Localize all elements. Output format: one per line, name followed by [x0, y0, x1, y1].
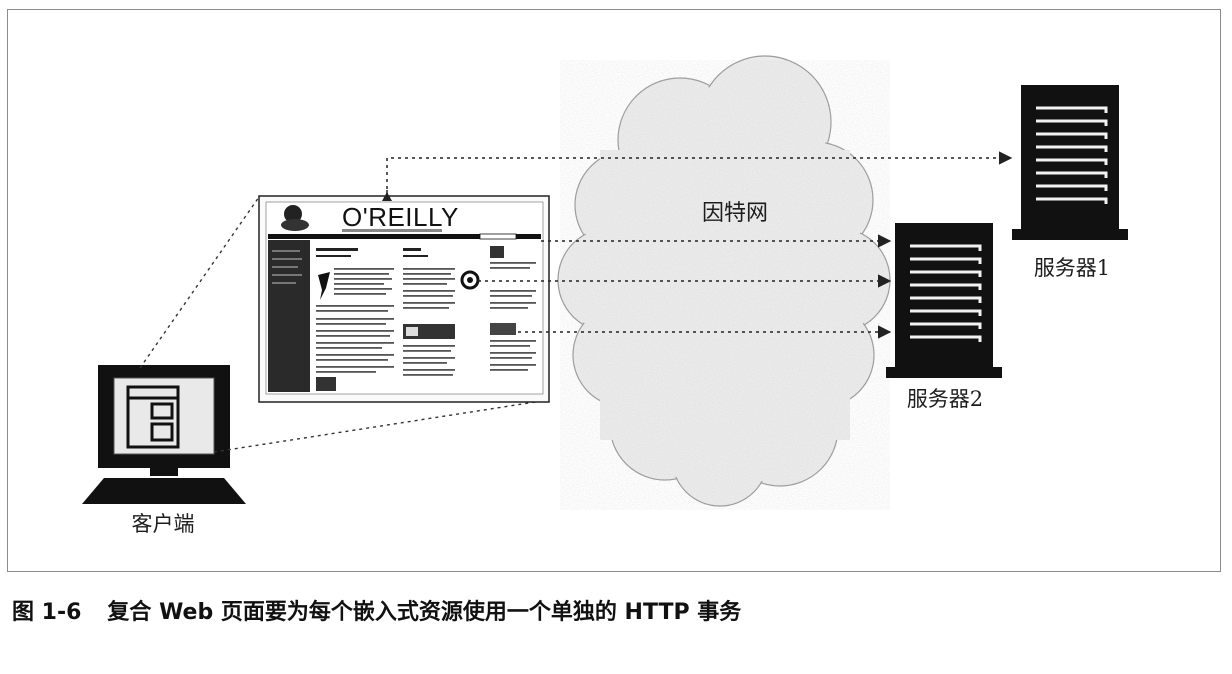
arrow-up-icon: [382, 192, 392, 201]
client-computer-icon: [82, 365, 246, 504]
server-1-icon: [1012, 85, 1128, 240]
caption-number: 图 1-6: [12, 600, 82, 625]
server-2-icon: [886, 223, 1002, 378]
page-logo: O'REILLY: [342, 202, 459, 232]
web-page-thumbnail: O'REILLY: [258, 195, 550, 403]
caption-text: 复合 Web 页面要为每个嵌入式资源使用一个单独的 HTTP 事务: [107, 600, 742, 625]
embedded-image-icon: [460, 270, 480, 290]
server-2-label: 服务器2: [907, 387, 983, 411]
embedded-image-icon: [490, 246, 504, 258]
internet-cloud: [557, 55, 891, 510]
figure-caption: 图 1-6 复合 Web 页面要为每个嵌入式资源使用一个单独的 HTTP 事务: [12, 594, 741, 626]
oreilly-logo-animal-icon: [281, 205, 309, 231]
embedded-image-icon: [490, 323, 516, 335]
internet-label: 因特网: [702, 201, 768, 226]
zoom-lines: [139, 196, 549, 453]
client-label: 客户端: [132, 512, 195, 536]
server-1-label: 服务器1: [1034, 256, 1110, 280]
